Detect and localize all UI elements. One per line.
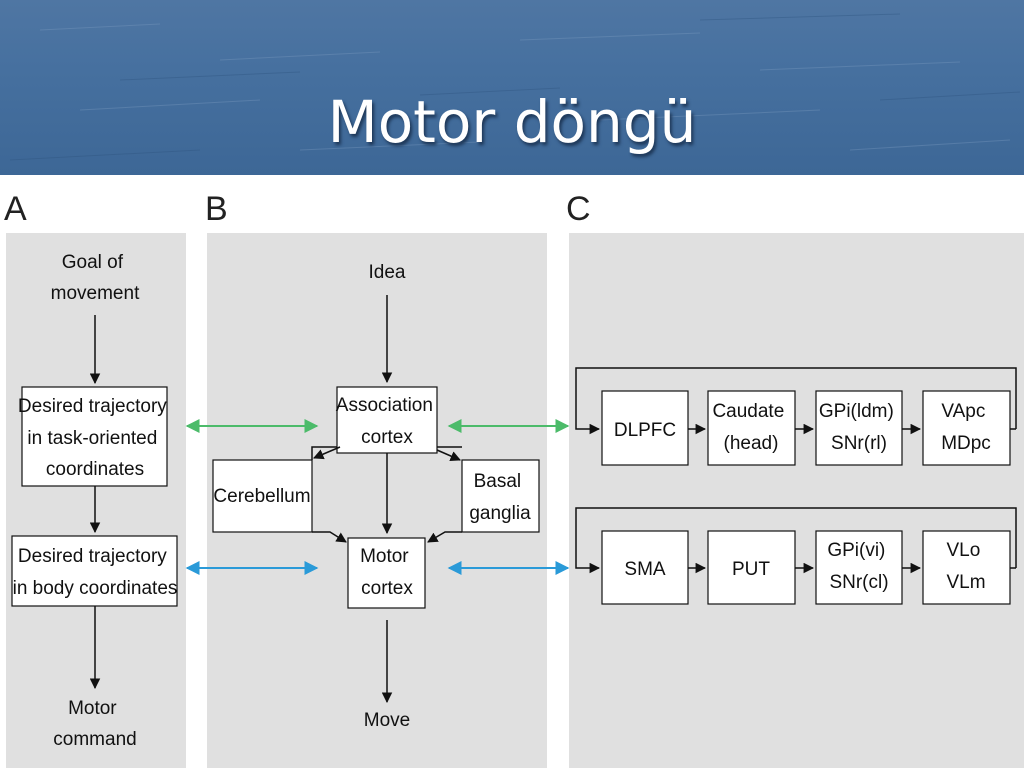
body-trajectory-label: Desired trajectory in body coordinates <box>13 546 178 599</box>
gpi-ldm-box <box>815 390 903 466</box>
association-cortex-label: Association cortex <box>336 395 438 448</box>
vlo-label: VLo VLm <box>946 540 985 593</box>
move-label: Move <box>364 710 410 731</box>
panel-label-b: B <box>205 190 228 228</box>
gpi-vi-box <box>815 530 903 605</box>
cerebellum-box <box>212 459 313 533</box>
panel-label-c: C <box>566 190 591 228</box>
dlpfc-box <box>601 390 689 466</box>
association-cortex-box <box>336 386 438 454</box>
body-trajectory-box <box>11 535 178 607</box>
arrow-association-to-cerebellum-head <box>313 446 341 460</box>
vapc-box <box>922 390 1011 466</box>
arrow-basal-to-motor <box>427 531 462 543</box>
vapc-label: VApc MDpc <box>941 401 991 454</box>
basal-ganglia-box <box>461 459 540 533</box>
arrow-cerebellum-to-motor <box>312 531 347 543</box>
task-trajectory-box <box>21 386 168 487</box>
caudate-label: Caudate (head) <box>712 401 789 454</box>
dlpfc-label: DLPFC <box>614 420 676 441</box>
panel-c-background <box>569 233 1024 768</box>
motor-command-label: Motor command <box>53 698 136 750</box>
goal-of-movement-label: Goal of movement <box>51 252 140 304</box>
loop-arrow-row2 <box>575 507 1017 574</box>
vlo-box <box>922 530 1011 605</box>
task-trajectory-label: Desired trajectory in task-oriented coor… <box>18 396 172 480</box>
cerebellum-label: Cerebellum <box>213 486 310 507</box>
motor-cortex-label: Motor cortex <box>360 546 414 599</box>
put-label: PUT <box>732 559 770 580</box>
idea-label: Idea <box>369 262 406 283</box>
loop-arrow-row1 <box>575 367 1017 435</box>
panel-label-a: A <box>4 190 27 228</box>
gpi-ldm-label: GPi(ldm) SNr(rl) <box>819 401 899 454</box>
gpi-vi-label: GPi(vi) SNr(cl) <box>827 540 890 593</box>
motor-cortex-box <box>347 537 426 609</box>
sma-box <box>601 530 689 605</box>
slide-header: Motor döngü <box>0 0 1024 175</box>
put-box <box>707 530 796 605</box>
header-texture <box>9 13 1021 161</box>
caudate-box <box>707 390 796 466</box>
arrow-association-to-cerebellum <box>311 446 337 460</box>
slide-title: Motor döngü <box>327 88 697 156</box>
basal-ganglia-label: Basal ganglia <box>469 471 531 524</box>
sma-label: SMA <box>624 559 666 580</box>
arrow-association-to-basal <box>436 449 461 462</box>
